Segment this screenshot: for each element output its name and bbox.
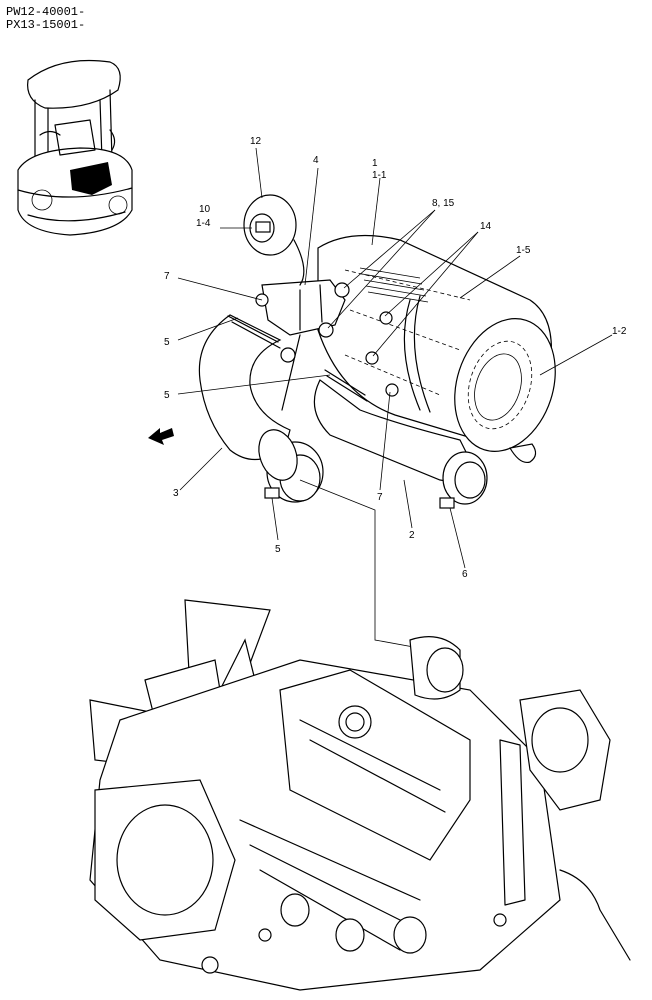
- callout-1-4: 1-4: [196, 218, 211, 229]
- front-direction-arrow-icon: [148, 428, 174, 445]
- callout-4: 4: [313, 155, 319, 166]
- serial-range-2: PX13-15001-: [6, 18, 86, 32]
- callout-5-lower: 5: [275, 544, 281, 555]
- callout-1-2: 1-2: [612, 326, 627, 337]
- callout-12: 12: [250, 136, 262, 147]
- callout-10: 10: [199, 204, 211, 215]
- callout-7-upper: 7: [164, 271, 170, 282]
- air-cleaner-assembly: [317, 234, 556, 464]
- callout-6: 6: [462, 569, 468, 580]
- connection-line: [299, 479, 431, 651]
- callout-3: 3: [173, 488, 179, 499]
- mounting-bracket: [255, 279, 346, 411]
- callout-1-1: 1-1: [372, 170, 387, 181]
- serial-range-1: PW12-40001-: [6, 5, 86, 19]
- engine-assembly: [89, 599, 631, 991]
- forklift-thumbnail-icon: [17, 59, 133, 236]
- leader-lines: [177, 147, 613, 569]
- callout-5-upper: 5: [164, 337, 170, 348]
- callout-7-lower: 7: [377, 492, 383, 503]
- callout-1-5: 1-5: [516, 245, 531, 256]
- restriction-indicator: [243, 194, 305, 286]
- callout-1: 1: [372, 158, 378, 169]
- intake-hoses: [198, 314, 488, 509]
- callout-labels: 12 4 1 1-1 10 1-4 8, 15 14 1-5 7 5 1-2 5…: [164, 136, 627, 580]
- callout-14: 14: [480, 221, 492, 232]
- callout-5-middle: 5: [164, 390, 170, 401]
- callout-8-15: 8, 15: [432, 198, 455, 209]
- callout-2: 2: [409, 530, 415, 541]
- model-serial-header: PW12-40001- PX13-15001-: [6, 6, 85, 32]
